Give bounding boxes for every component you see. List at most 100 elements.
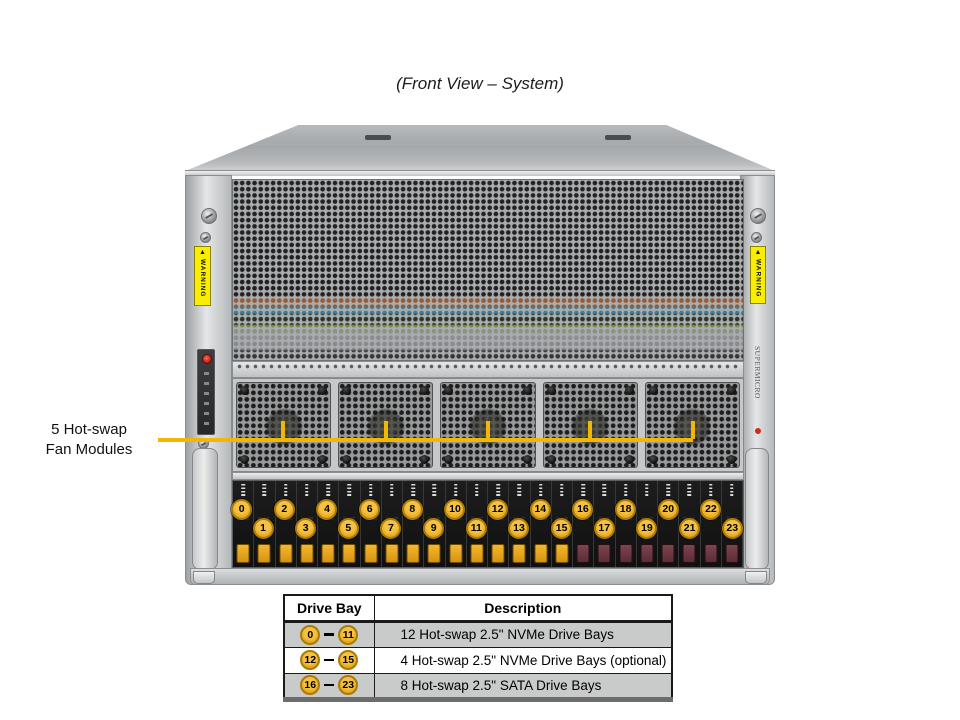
fan-screw-icon bbox=[420, 386, 430, 395]
tray-release-latch bbox=[300, 544, 314, 563]
tray-release-latch bbox=[725, 544, 739, 563]
fan-module bbox=[338, 382, 434, 468]
drive-tray bbox=[615, 481, 637, 567]
drive-tray bbox=[360, 481, 382, 567]
tray-label-dots bbox=[305, 484, 309, 497]
bay-from-badge: 0 bbox=[300, 624, 321, 645]
bay-to-badge: 23 bbox=[338, 675, 359, 695]
tray-label-dots bbox=[347, 484, 352, 497]
tray-label-dots bbox=[581, 484, 585, 497]
drive-bay-number-badge: 22 bbox=[700, 498, 722, 520]
tray-release-latch bbox=[385, 544, 399, 563]
warning-triangle-icon: ▲ bbox=[199, 249, 206, 257]
tray-release-latch bbox=[704, 544, 718, 563]
fan-screw-icon bbox=[342, 455, 352, 464]
power-button-icon bbox=[201, 354, 212, 364]
tray-label-dots bbox=[432, 484, 437, 497]
tray-release-latch bbox=[576, 544, 590, 563]
warning-triangle-icon: ▲ bbox=[754, 249, 762, 257]
drive-bay-number-badge: 16 bbox=[572, 498, 594, 520]
drive-bay-number-badge: 2 bbox=[273, 498, 295, 520]
chassis-top-cover bbox=[185, 125, 775, 171]
warning-text: WARNING bbox=[199, 259, 206, 298]
tray-label-dots bbox=[645, 484, 649, 497]
range-dash-icon bbox=[324, 633, 335, 636]
fan-callout-tick bbox=[383, 421, 388, 439]
warning-label: ▲ WARNING bbox=[194, 246, 211, 306]
fan-screw-icon bbox=[546, 386, 556, 395]
drive-bay-range-row: 0 11 12 Hot-swap 2.5" NVMe Drive Bays bbox=[283, 620, 673, 648]
table-header-row: Drive Bay Description bbox=[283, 594, 673, 623]
tray-release-latch bbox=[406, 544, 420, 563]
tray-release-latch bbox=[236, 544, 250, 563]
status-led-strip bbox=[204, 372, 209, 428]
drive-bay-number-badge: 0 bbox=[231, 498, 253, 520]
fan-callout-line bbox=[158, 438, 693, 442]
bay-to-badge: 15 bbox=[338, 650, 359, 670]
tray-release-latch bbox=[342, 544, 356, 563]
drive-bay-number-badge: 5 bbox=[337, 517, 359, 539]
fan-callout-line1: 5 Hot-swap bbox=[51, 421, 127, 438]
drive-tray bbox=[700, 481, 722, 567]
drive-bay-number-badge: 1 bbox=[252, 517, 274, 539]
tray-release-latch bbox=[640, 544, 654, 563]
chassis-handle-right bbox=[745, 448, 769, 570]
tray-label-dots bbox=[517, 484, 522, 497]
front-view-caption: (Front View – System) bbox=[396, 74, 564, 93]
screw-icon bbox=[751, 232, 762, 243]
fan-callout-tick bbox=[690, 421, 695, 439]
chassis-foot bbox=[193, 571, 215, 584]
bay-to-badge: 11 bbox=[338, 624, 359, 645]
tray-label-dots bbox=[666, 484, 670, 497]
drive-bay-number-badge: 19 bbox=[636, 517, 658, 539]
tray-label-dots bbox=[368, 484, 373, 497]
front-mesh-panel bbox=[232, 179, 744, 361]
drive-bay-number-badge: 10 bbox=[444, 498, 466, 520]
drive-bay-number-badge: 9 bbox=[423, 517, 445, 539]
bay-range-wrap: 12 15 bbox=[285, 650, 374, 670]
fan-screw-icon bbox=[648, 455, 658, 464]
drive-tray bbox=[573, 481, 595, 567]
thumbscrew-icon bbox=[750, 208, 766, 224]
perforation-pattern bbox=[233, 180, 743, 360]
fan-screw-icon bbox=[727, 386, 737, 395]
tray-label-dots bbox=[453, 484, 458, 497]
fan-screw-icon bbox=[624, 455, 634, 464]
supermicro-logo-dot bbox=[755, 428, 761, 434]
fan-module bbox=[236, 382, 332, 468]
warning-text: WARNING bbox=[754, 259, 762, 298]
tray-release-latch bbox=[491, 544, 505, 563]
drive-bay-number-badge: 3 bbox=[295, 517, 317, 539]
chassis-divider-rail bbox=[232, 361, 744, 378]
chassis-front-edge bbox=[185, 170, 775, 176]
fan-screw-icon bbox=[648, 386, 658, 395]
bay-description-cell: 8 Hot-swap 2.5" SATA Drive Bays bbox=[373, 672, 673, 700]
bay-from-badge: 12 bbox=[300, 650, 321, 670]
fan-screw-icon bbox=[727, 455, 737, 464]
bay-description-cell: 12 Hot-swap 2.5" NVMe Drive Bays bbox=[373, 620, 673, 648]
tray-release-latch bbox=[279, 544, 293, 563]
tray-label-dots bbox=[538, 484, 543, 497]
drive-bay-number-badge: 11 bbox=[465, 517, 487, 539]
bay-range-cell: 12 15 bbox=[283, 646, 375, 674]
drive-bay-number-badge: 12 bbox=[487, 498, 509, 520]
tray-release-latch bbox=[512, 544, 526, 563]
fan-callout-line2: Fan Modules bbox=[45, 441, 133, 458]
tray-label-dots bbox=[262, 484, 267, 497]
chassis-handle-left bbox=[192, 448, 218, 570]
screw-icon bbox=[200, 232, 211, 243]
fan-screw-icon bbox=[444, 455, 454, 464]
drive-bay-number-badge: 7 bbox=[380, 517, 402, 539]
range-dash-icon bbox=[324, 683, 335, 687]
description-header: Description bbox=[373, 594, 673, 623]
fan-callout-label: 5 Hot-swap Fan Modules bbox=[28, 420, 150, 460]
tray-release-latch bbox=[534, 544, 548, 563]
tray-label-dots bbox=[708, 484, 713, 497]
fan-module bbox=[644, 382, 741, 468]
fan-screw-icon bbox=[420, 455, 430, 464]
